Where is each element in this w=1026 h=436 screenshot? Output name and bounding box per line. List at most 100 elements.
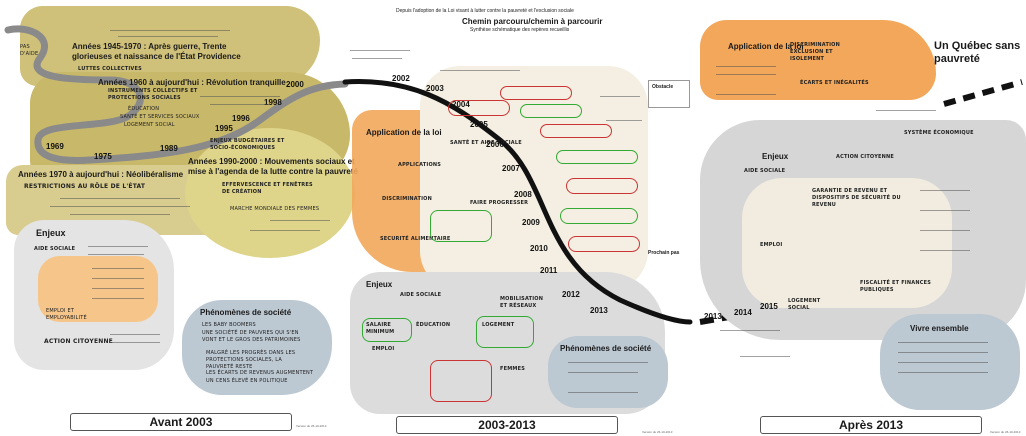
obstacle-box [648, 80, 690, 108]
right-application-title: Application de la loi [728, 42, 804, 51]
mid-enjeux-title: Enjeux [366, 280, 393, 289]
text-line [92, 278, 144, 279]
text-line [88, 246, 148, 247]
mid-footer-label: 2003-2013 [396, 416, 618, 434]
text-line [716, 66, 776, 67]
era-1960: Années 1960 à aujourd'hui : Révolution t… [98, 78, 286, 87]
note-ring [500, 86, 572, 100]
marche-label: MARCHE MONDIALE DES FEMMES [230, 206, 320, 212]
year-2014: 2014 [734, 308, 752, 317]
year-2005: 2005 [470, 120, 488, 129]
text-line [350, 50, 410, 51]
mid-discrimination: DISCRIMINATION [382, 196, 432, 202]
mid-applications: APPLICATIONS [398, 162, 442, 168]
year-2015: 2015 [760, 302, 778, 311]
note-ring [566, 178, 638, 194]
mid-sante: SANTÉ ET AIDE SOCIALE [450, 140, 522, 146]
year-2007: 2007 [502, 164, 520, 173]
text-line [716, 94, 776, 95]
left-aide-sociale: AIDE SOCIALE [34, 246, 76, 252]
text-line [600, 96, 640, 97]
left-footer-label: Avant 2003 [70, 413, 292, 431]
luttes-label: LUTTES COLLECTIVES [78, 66, 142, 72]
year-2009: 2009 [522, 218, 540, 227]
text-line [898, 372, 988, 373]
note-ring [448, 100, 510, 116]
left-phenomenes-box [182, 300, 332, 395]
era-1970: Années 1970 à aujourd'hui : Néolibéralis… [18, 170, 184, 179]
text-line [210, 104, 270, 105]
text-line [716, 74, 776, 75]
year-1975: 1975 [94, 152, 112, 161]
text-line [568, 392, 638, 393]
right-action: ACTION CITOYENNE [836, 154, 895, 160]
text-line [200, 96, 280, 97]
year-2008: 2008 [514, 190, 532, 199]
header-line1: Depuis l'adoption de la Loi visant à lut… [396, 8, 574, 14]
right-vivre-title: Vivre ensemble [910, 324, 969, 333]
right-application-zone [700, 20, 936, 100]
text-line [352, 58, 402, 59]
era-1990: Années 1990-2000 : Mouvements sociaux et… [188, 157, 358, 176]
right-garantie: GARANTIE DE REVENU ET DISPOSITIFS DE SÉC… [812, 188, 901, 208]
year-2006: 2006 [486, 140, 504, 149]
left-enjeux-title: Enjeux [36, 228, 66, 238]
mid-application-title: Application de la loi [366, 128, 442, 137]
text-line [270, 220, 330, 221]
text-line [92, 298, 144, 299]
note-ring [568, 236, 640, 252]
note-ring [556, 150, 638, 164]
text-line [740, 356, 790, 357]
left-version: Version du 26-10-2013 [296, 424, 327, 428]
right-aide-sociale: AIDE SOCIALE [744, 168, 786, 174]
year-2013-mid: 2013 [590, 306, 608, 315]
right-discrimination: DISCRIMINATION EXCLUSION ET ISOLEMENT [790, 42, 840, 62]
mid-salaire: SALAIRE MINIMUM [366, 322, 395, 335]
year-2011: 2011 [540, 266, 558, 275]
mid-education: ÉDUCATION [416, 322, 451, 328]
education-label: ÉDUCATION [128, 106, 160, 112]
history-path [4, 25, 349, 164]
era-1945: Années 1945-1970 : Après guerre, Trente … [72, 42, 241, 61]
text-line [88, 254, 144, 255]
mid-phenomenes-title: Phénomènes de société [560, 344, 652, 353]
text-line [60, 198, 180, 199]
right-ecarts: ÉCARTS ET INÉGALITÉS [800, 80, 869, 86]
future-path [943, 79, 1023, 107]
year-1998: 1998 [264, 98, 282, 107]
left-emploi: EMPLOI ET EMPLOYABILITÉ [46, 308, 87, 321]
ph-2: UNE SOCIÉTÉ DE PAUVRES QUI S'EN VONT ET … [202, 330, 301, 343]
text-line [110, 334, 160, 335]
instruments-label: INSTRUMENTS COLLECTIFS ET PROTECTIONS SO… [108, 88, 198, 101]
text-line [920, 190, 970, 191]
text-line [920, 210, 970, 211]
text-line [440, 70, 520, 71]
note-ring [520, 104, 582, 118]
ph-1: LES BABY BOOMERS [202, 322, 256, 328]
year-2000: 2000 [286, 80, 304, 89]
effervescence-label: EFFERVESCENCE ET FENÊTRES DE CRÉATION [222, 182, 313, 195]
text-line [118, 36, 218, 37]
year-1995: 1995 [215, 124, 233, 133]
sante-label: SANTÉ ET SERVICES SOCIAUX [120, 114, 200, 120]
ph-4: LES ÉCARTS DE REVENUS AUGMENTENT [206, 370, 314, 376]
text-line [250, 230, 320, 231]
year-2013-right: 2013 [704, 312, 722, 321]
year-2004: 2004 [452, 100, 470, 109]
left-enjeux-orange [38, 256, 158, 322]
enjeux-budgetaires: ENJEUX BUDGÉTAIRES ET SOCIO-ÉCONOMIQUES [210, 138, 285, 151]
text-line [898, 362, 988, 363]
year-1969: 1969 [46, 142, 64, 151]
text-line [92, 288, 144, 289]
year-2010: 2010 [530, 244, 548, 253]
left-phenomenes-title: Phénomènes de société [200, 308, 292, 317]
year-2002: 2002 [392, 74, 410, 83]
text-line [110, 30, 230, 31]
right-title: Un Québec sans pauvreté [934, 40, 1021, 65]
left-action: ACTION CITOYENNE [44, 338, 113, 345]
text-line [898, 342, 988, 343]
olive-blob-lower-right [185, 128, 355, 258]
ph-3: MALGRÉ LES PROGRÈS DANS LES PROTECTIONS … [206, 350, 296, 370]
text-line [720, 330, 780, 331]
